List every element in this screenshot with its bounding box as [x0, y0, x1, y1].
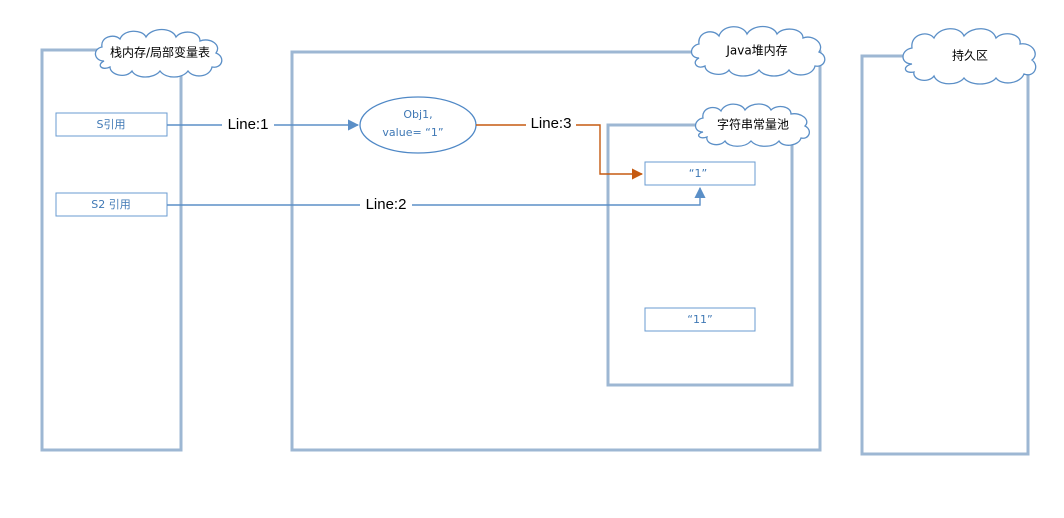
line-1-label: Line:1 [228, 116, 269, 133]
permgen-title: 持久区 [952, 48, 988, 63]
pool-item-11: “11” [644, 307, 756, 332]
line-2-connector: Line:2 [167, 186, 706, 215]
line-2-label: Line:2 [366, 196, 407, 213]
s2-reference-label: S2 引用 [91, 197, 130, 211]
stack-region [40, 48, 183, 452]
s-reference-box: S引用 [55, 112, 168, 137]
obj1-node: Obj1, value= “1” [359, 96, 477, 154]
string-pool-title: 字符串常量池 [717, 117, 789, 132]
stack-title: 栈内存/局部变量表 [110, 45, 210, 60]
heap-title: Java堆内存 [725, 44, 787, 58]
s2-reference-box: S2 引用 [55, 192, 168, 217]
string-pool-title-cloud: 字符串常量池 [694, 103, 811, 147]
heap-title-cloud: Java堆内存 [690, 25, 826, 77]
permgen-region [860, 54, 1030, 456]
stack-title-cloud: 栈内存/局部变量表 [94, 28, 223, 78]
obj1-value: value= “1” [382, 126, 443, 139]
pool-item-11-label: “11” [687, 313, 712, 326]
s-reference-label: S引用 [97, 117, 126, 131]
pool-item-1-label: “1” [689, 167, 707, 180]
pool-item-1: “1” [644, 161, 756, 186]
obj1-name: Obj1, [403, 108, 432, 121]
line-3-label: Line:3 [531, 115, 572, 132]
line-3-connector: Line:3 [476, 114, 644, 180]
permgen-title-cloud: 持久区 [902, 28, 1037, 85]
line-1-connector: Line:1 [167, 115, 360, 135]
